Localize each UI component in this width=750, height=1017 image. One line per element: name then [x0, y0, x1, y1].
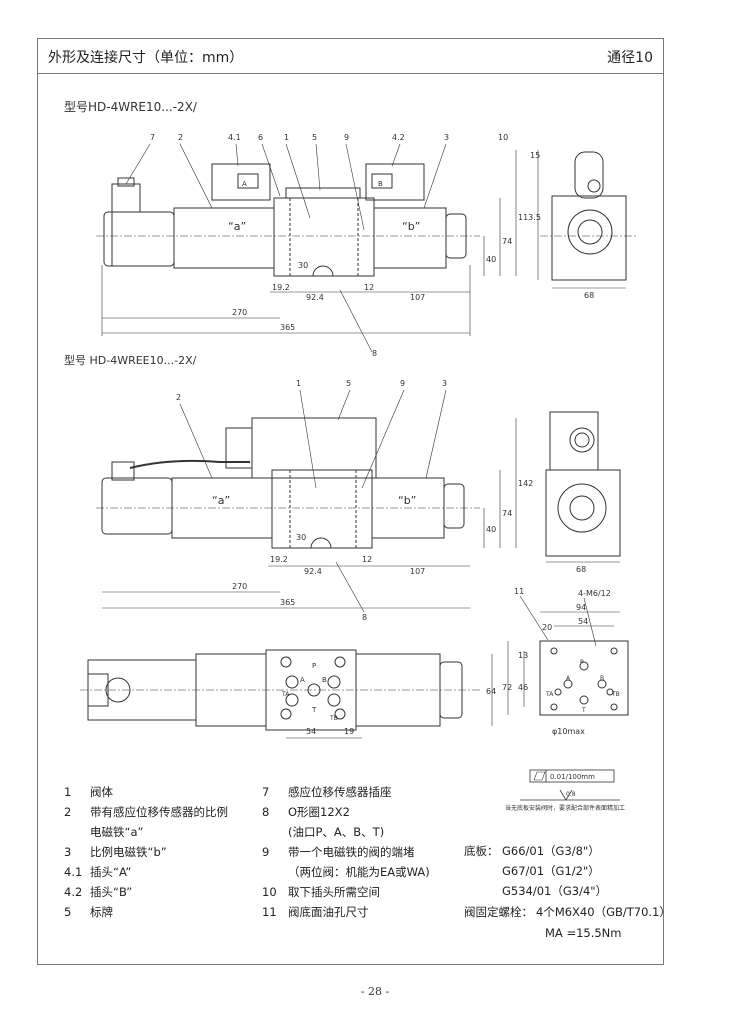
- plan-port-p: P: [312, 662, 316, 670]
- tightening-torque: MA =15.5Nm: [545, 926, 622, 940]
- header-title: 外形及连接尺寸（单位：mm）: [48, 50, 244, 66]
- subplate-item-3: G534/01（G3/4"）: [502, 884, 608, 898]
- dim-270: 270: [232, 308, 247, 317]
- page-number: - 28 -: [360, 985, 390, 998]
- base-hole-pattern: [507, 595, 629, 716]
- base-dim-13: 13: [518, 651, 528, 660]
- base-dim-46: 46: [518, 683, 528, 692]
- top-elevation-view: [96, 143, 517, 353]
- bolt-spec: 4个M6X40（GB/T70.1）: [536, 905, 671, 919]
- base-dim-phi10max: φ10max: [552, 727, 585, 736]
- plan-port-t: T: [311, 706, 317, 714]
- base-dim-4-m6-12: 4-M6/12: [578, 589, 611, 598]
- dim-19-2: 19.2: [272, 283, 290, 292]
- middle-side-view: [545, 411, 621, 563]
- subplate-item-2: G67/01（G1/2"）: [502, 864, 600, 878]
- mid-callout-5: 5: [346, 379, 351, 388]
- base-port-a: A: [566, 675, 571, 682]
- mid-callout-8: 8: [362, 613, 367, 622]
- dim-40: 40: [486, 255, 496, 264]
- top-side-view: [537, 150, 636, 289]
- dim-12: 12: [364, 283, 374, 292]
- mid-dim-107: 107: [410, 567, 425, 576]
- dim-15: 15: [530, 151, 540, 160]
- callout-9: 9: [344, 133, 349, 142]
- mid-callout-1: 1: [296, 379, 301, 388]
- mid-solenoid-a-label: “a”: [212, 494, 230, 507]
- mid-dim-270: 270: [232, 582, 247, 591]
- dim-113-5: 113.5: [518, 213, 541, 222]
- flatness-tolerance-box: [529, 769, 615, 783]
- mid-callout-3: 3: [442, 379, 447, 388]
- callout-3: 3: [444, 133, 449, 142]
- solenoid-a-label: “a”: [228, 220, 246, 233]
- mid-dim-19-2: 19.2: [270, 555, 288, 564]
- plan-dim-64: 64: [486, 687, 496, 696]
- callout-4-1: 4.1: [228, 133, 241, 142]
- middle-elevation-view: [96, 389, 517, 613]
- plan-view: [80, 649, 493, 739]
- base-port-b: B: [600, 675, 604, 682]
- subplate-item-1: G66/01（G3/8"）: [502, 844, 600, 858]
- solenoid-b-label: “b”: [402, 220, 420, 233]
- bolt-label: 阀固定螺栓：: [464, 905, 533, 919]
- tolerance-note: 当无底板安装阀时，要求配合部件表面精加工: [505, 805, 626, 812]
- plan-dim-54: 54: [306, 727, 316, 736]
- mid-dim-12: 12: [362, 555, 372, 564]
- header-bore-size: 通径10: [607, 50, 653, 66]
- base-port-t: T: [581, 707, 586, 714]
- dim-92-4: 92.4: [306, 293, 324, 302]
- base-dim-94: 94: [576, 603, 586, 612]
- model-label-middle: 型号 HD-4WREE10...-2X/: [64, 354, 197, 367]
- base-port-tb: TB: [611, 691, 620, 698]
- callout-10: 10: [498, 133, 508, 142]
- callout-2: 2: [178, 133, 183, 142]
- callout-7: 7: [150, 133, 155, 142]
- mid-callout-9: 9: [400, 379, 405, 388]
- subplate-label: 底板：: [464, 844, 499, 858]
- roughness-value: 0.8: [566, 791, 576, 798]
- mid-dim-92-4: 92.4: [304, 567, 322, 576]
- mid-dim-74: 74: [502, 509, 512, 518]
- base-callout-11: 11: [514, 587, 524, 596]
- callout-5: 5: [312, 133, 317, 142]
- page-header: 外形及连接尺寸（单位：mm） 通径10: [38, 39, 663, 74]
- mid-dim-142: 142: [518, 479, 533, 488]
- dim-74: 74: [502, 237, 512, 246]
- callout-4-2: 4.2: [392, 133, 405, 142]
- plan-port-a: A: [300, 676, 305, 684]
- base-port-ta: TA: [545, 691, 554, 698]
- callout-6: 6: [258, 133, 263, 142]
- mid-callout-2: 2: [176, 393, 181, 402]
- plan-port-ta: TA: [281, 691, 290, 698]
- connector-a-label: A: [242, 180, 247, 188]
- mid-solenoid-b-label: “b”: [398, 494, 416, 507]
- mid-dim-40: 40: [486, 525, 496, 534]
- dim-30: 30: [298, 261, 308, 270]
- model-label-top: 型号HD-4WRE10...-2X/: [64, 100, 197, 114]
- mid-dim-365: 365: [280, 598, 295, 607]
- plan-port-tb: TB: [329, 715, 338, 722]
- plan-port-b: B: [322, 676, 327, 684]
- dim-365: 365: [280, 323, 295, 332]
- page-frame: 外形及连接尺寸（单位：mm） 通径10: [37, 38, 664, 965]
- callout-8: 8: [372, 349, 377, 358]
- plan-dim-19: 19: [344, 727, 354, 736]
- mid-dim-30: 30: [296, 533, 306, 542]
- mid-dim-68: 68: [576, 565, 586, 574]
- connector-b-label: B: [378, 180, 383, 188]
- dim-107: 107: [410, 293, 425, 302]
- base-port-p: P: [580, 659, 584, 666]
- base-dim-54: 54: [578, 617, 588, 626]
- base-dim-20: 20: [542, 623, 552, 632]
- base-dim-72: 72: [502, 683, 512, 692]
- callout-1: 1: [284, 133, 289, 142]
- tolerance-value: 0.01/100mm: [550, 773, 595, 781]
- dim-68: 68: [584, 291, 594, 300]
